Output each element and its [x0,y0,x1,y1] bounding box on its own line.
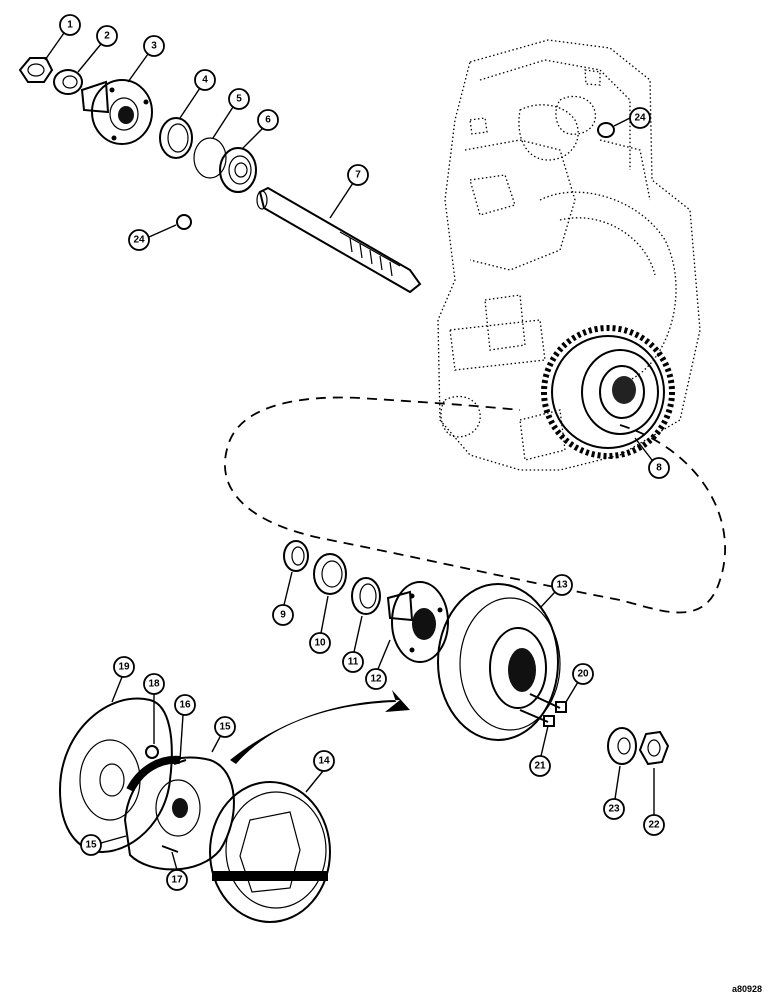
transmission-housing [437,39,701,471]
svg-text:4: 4 [202,75,208,86]
brake-shoe-15 [123,755,235,871]
callout-20: 20 [572,663,594,685]
o-ring-5 [193,137,227,179]
svg-text:10: 10 [314,638,326,649]
callout-24a: 24 [128,229,150,251]
callout-22: 22 [643,814,665,836]
figure-id: a80928 [731,984,762,994]
nut-22 [638,730,670,766]
callout-5: 5 [228,88,250,110]
svg-text:21: 21 [534,761,546,772]
spring-17 [161,845,179,853]
callout-1: 1 [59,14,81,36]
svg-text:12: 12 [370,674,382,685]
callout-21: 21 [529,755,551,777]
callout-12: 12 [365,668,387,690]
callout-8: 8 [648,457,670,479]
svg-text:15: 15 [219,722,231,733]
bearing-6 [219,147,257,193]
svg-text:20: 20 [577,669,589,680]
svg-text:23: 23 [608,804,620,815]
bolt-20 [529,693,567,713]
washer-2 [53,69,83,95]
svg-text:3: 3 [151,41,157,52]
seal-9 [283,540,309,572]
pin-18 [145,745,159,759]
svg-text:22: 22 [648,820,660,831]
callout-10: 10 [309,632,331,654]
gear-8 [541,325,675,459]
svg-text:24: 24 [133,235,145,246]
svg-text:18: 18 [148,679,160,690]
callout-11: 11 [342,651,364,673]
callout-3: 3 [143,35,165,57]
shaft-7 [256,186,422,294]
leader-lines [44,32,655,871]
svg-text:13: 13 [556,580,568,591]
callout-24b: 24 [629,107,651,129]
callout-14: 14 [313,750,335,772]
brake-drum-13 [437,583,561,741]
callout-18: 18 [143,673,165,695]
callout-7: 7 [347,164,369,186]
flange-12 [386,581,449,663]
callout-19: 19 [113,656,135,678]
plug-24-left [176,214,192,230]
svg-text:1: 1 [67,20,73,31]
callout-6: 6 [257,109,279,131]
svg-text:17: 17 [171,875,183,886]
svg-text:7: 7 [355,170,361,181]
svg-text:9: 9 [280,610,286,621]
flange-3 [80,79,153,145]
bearing-10 [313,553,347,595]
svg-text:24: 24 [634,113,646,124]
callout-2: 2 [96,25,118,47]
brake-drum-14 [209,781,331,923]
callout-16: 16 [174,694,196,716]
plug-24-right [597,122,615,138]
svg-text:2: 2 [104,31,110,42]
washer-23 [607,727,637,765]
backing-plate-19 [58,697,173,853]
svg-text:16: 16 [179,700,191,711]
svg-text:15: 15 [85,840,97,851]
svg-text:6: 6 [265,115,271,126]
svg-text:19: 19 [118,662,130,673]
seal-4 [159,117,193,159]
svg-text:5: 5 [236,94,242,105]
callout-17: 17 [166,869,188,891]
bolt-21 [519,709,555,727]
svg-text:8: 8 [656,463,662,474]
assembly-group-outline [224,396,726,614]
callout-4: 4 [194,69,216,91]
seal-11 [351,577,381,615]
svg-text:11: 11 [348,657,359,668]
svg-text:14: 14 [318,756,330,767]
callout-13: 13 [551,574,573,596]
callout-9: 9 [272,604,294,626]
callout-15b: 15 [80,834,102,856]
callout-15a: 15 [214,716,236,738]
callout-23: 23 [603,798,625,820]
nut-1 [18,57,54,83]
